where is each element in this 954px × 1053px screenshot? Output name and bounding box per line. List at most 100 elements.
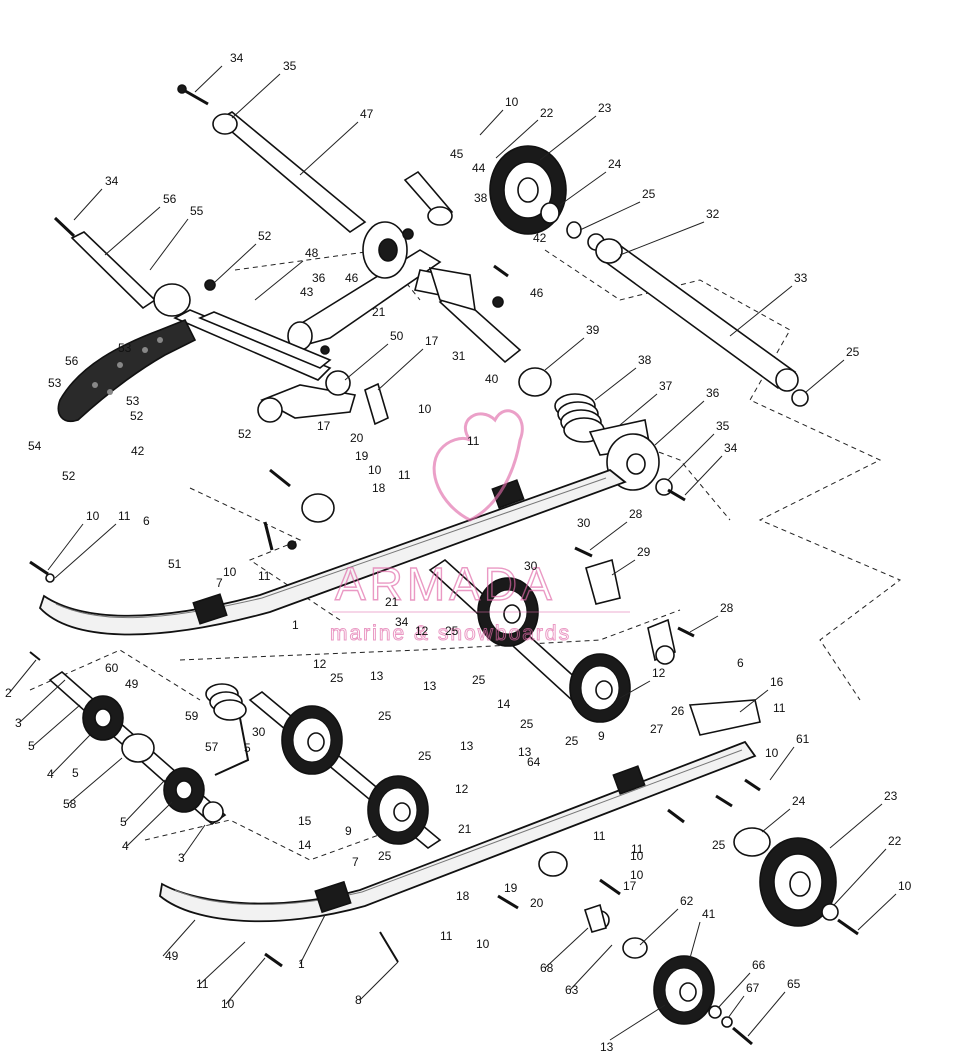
part-label-23: 23 [598,101,612,115]
part-label-5: 5 [244,741,251,755]
part-label-10: 10 [630,868,644,882]
part-label-56: 56 [65,354,79,368]
part-label-4: 4 [47,767,54,781]
part-label-51: 51 [168,557,182,571]
part-label-3: 3 [178,851,185,865]
part-label-2: 2 [5,686,12,700]
upper-assembly [53,84,809,502]
part-label-1: 1 [292,618,299,632]
nut-52 [204,279,216,291]
part-label-10: 10 [368,463,382,477]
cross-tube-43 [287,221,442,351]
nut-21 [320,345,330,355]
part-label-18: 18 [456,889,470,903]
part-label-32: 32 [706,207,720,221]
part-label-10: 10 [898,879,912,893]
shaft-56 [53,216,157,310]
part-label-11: 11 [118,509,131,523]
part-label-30: 30 [524,559,538,573]
part-label-53: 53 [48,376,62,390]
part-label-36: 36 [312,271,326,285]
part-label-52: 52 [130,409,144,423]
shaft-47 [212,111,367,234]
part-label-46: 46 [345,271,359,285]
part-label-58: 58 [63,797,77,811]
part-label-5: 5 [28,739,35,753]
part-label-53: 53 [126,394,140,408]
part-label-14: 14 [298,838,312,852]
bushing-20b [538,851,568,877]
part-label-38: 38 [474,191,488,205]
part-label-24: 24 [608,157,622,171]
part-label-4: 4 [122,839,129,853]
part-label-27: 27 [650,722,664,736]
slide-block-7b [314,880,352,914]
watermark-logo-mark [432,409,524,522]
grab-handle-54 [57,283,197,422]
part-label-52: 52 [62,469,76,483]
part-label-25: 25 [712,838,726,852]
arm-36 [588,419,686,502]
part-label-11: 11 [773,701,786,715]
part-label-25: 25 [520,717,534,731]
part-label-10: 10 [630,849,644,863]
bar-48 [173,309,332,381]
part-label-10: 10 [86,509,100,523]
part-label-34: 34 [230,51,244,65]
part-label-55: 55 [190,204,204,218]
wheel-4b [163,767,205,813]
part-label-20: 20 [530,896,544,910]
part-label-45: 45 [450,147,464,161]
part-label-21: 21 [385,595,399,609]
part-label-17: 17 [623,879,637,893]
part-label-9: 9 [598,729,605,743]
wheel-13e [590,910,753,1046]
part-label-9: 9 [345,824,352,838]
part-label-25: 25 [565,734,579,748]
shaft-44 [403,170,454,226]
part-label-11: 11 [258,569,271,583]
part-label-7: 7 [352,855,359,869]
part-label-49: 49 [165,949,179,963]
part-label-30: 30 [577,516,591,530]
part-label-66: 66 [752,958,766,972]
part-label-16: 16 [770,675,784,689]
part-label-25: 25 [642,187,656,201]
part-label-39: 39 [586,323,600,337]
part-label-5: 5 [120,815,127,829]
part-label-67: 67 [746,981,760,995]
swing-arm-50 [257,370,389,426]
part-label-34: 34 [105,174,119,188]
part-label-36: 36 [706,386,720,400]
watermark-brand: ARMADA [335,558,556,610]
part-label-47: 47 [360,107,374,121]
part-label-10: 10 [476,937,490,951]
part-label-25: 25 [472,673,486,687]
part-label-65: 65 [787,977,801,991]
part-label-17: 17 [317,419,331,433]
part-label-8: 8 [355,993,362,1007]
part-label-35: 35 [716,419,730,433]
part-label-63: 63 [565,983,579,997]
part-label-25: 25 [378,709,392,723]
bracket-68 [583,903,607,933]
part-label-43: 43 [300,285,314,299]
part-label-25: 25 [445,624,459,638]
idler-wheel-23-bottom [733,827,859,936]
part-label-11: 11 [440,929,453,943]
part-label-22: 22 [888,834,902,848]
leader-lines [9,65,897,1041]
part-label-33: 33 [794,271,808,285]
bolt-34-top [177,84,209,106]
part-label-12: 12 [415,624,429,638]
part-label-34: 34 [395,615,409,629]
part-label-10: 10 [223,565,237,579]
part-label-41: 41 [702,907,716,921]
part-label-13: 13 [518,745,532,759]
watermark: ARMADA marine & snowboards [330,409,630,646]
part-label-56: 56 [163,192,177,206]
part-label-20: 20 [350,431,364,445]
part-label-40: 40 [485,372,499,386]
part-label-12: 12 [652,666,666,680]
